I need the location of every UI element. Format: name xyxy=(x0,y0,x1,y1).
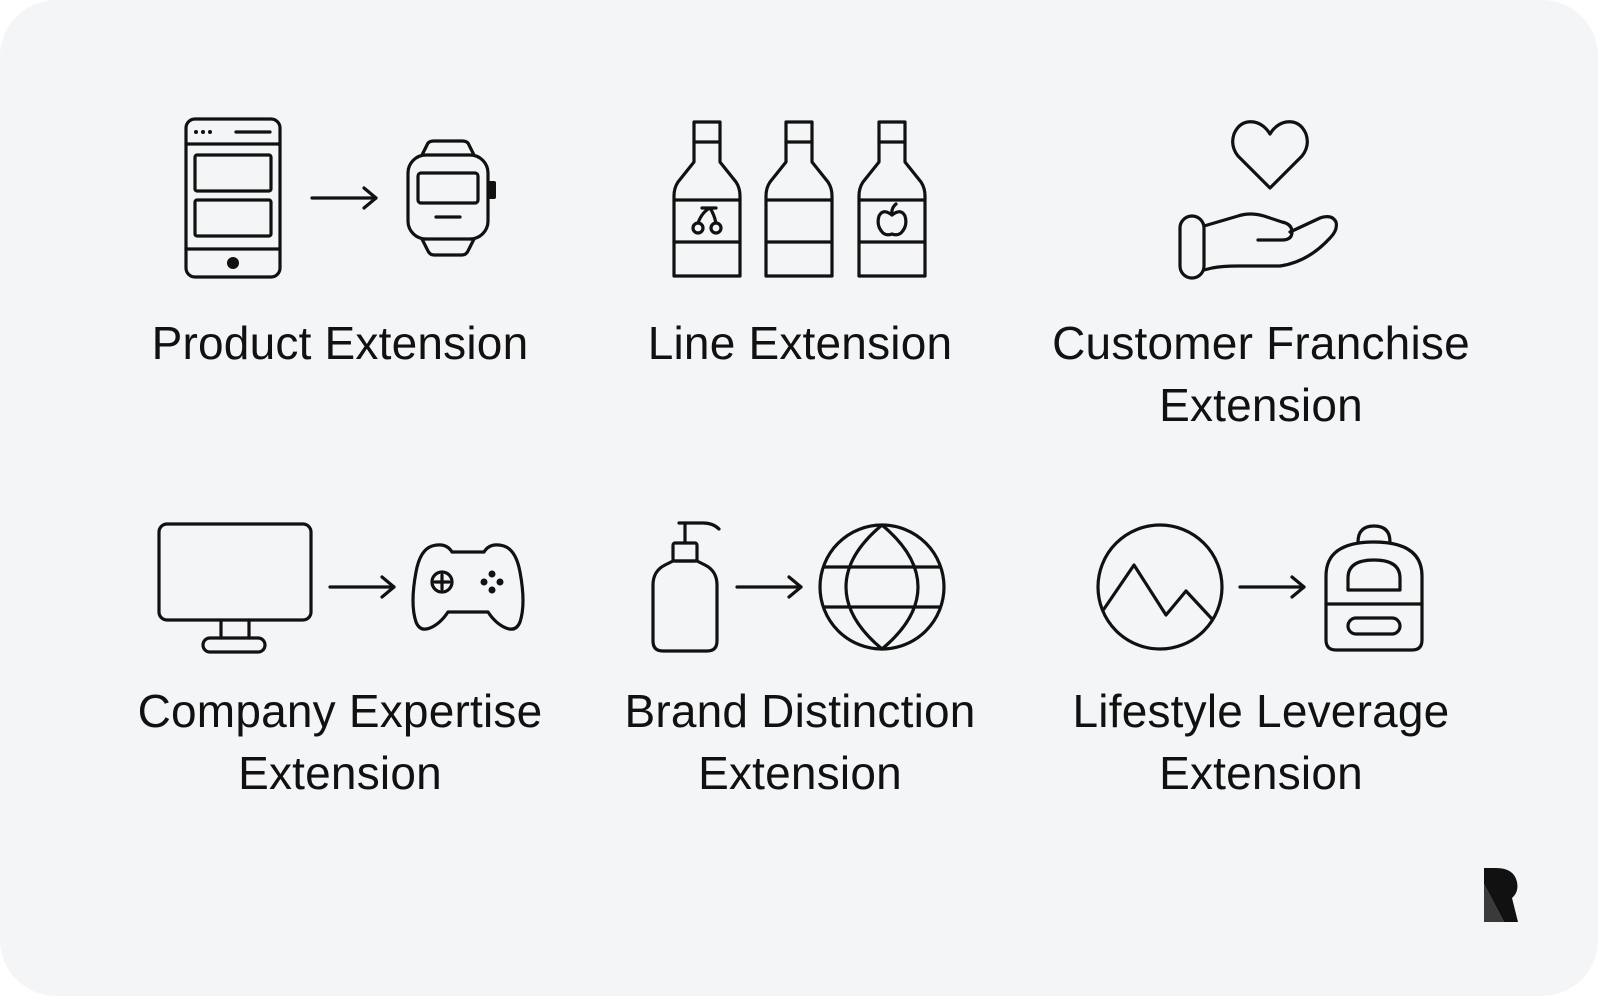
label-brand-distinction-line1: Brand Distinction xyxy=(624,685,976,737)
bottle-cherry-icon xyxy=(672,120,742,278)
globe-icon xyxy=(818,523,946,651)
arrow-right-icon xyxy=(328,575,398,599)
monitor-icon xyxy=(157,522,313,654)
label-customer-franchise-line1: Customer Franchise xyxy=(1052,317,1470,369)
r-brand-logo-icon xyxy=(1484,868,1518,922)
label-lifestyle-leverage-line1: Lifestyle Leverage xyxy=(1072,685,1450,737)
label-product-extension: Product Extension xyxy=(151,317,529,369)
arrow-right-icon xyxy=(1238,575,1308,599)
backpack-icon xyxy=(1324,524,1424,652)
gamepad-icon xyxy=(410,542,526,632)
label-customer-franchise-line2: Extension xyxy=(1159,379,1363,431)
bottle-apple-icon xyxy=(857,120,927,278)
label-lifestyle-leverage-line2: Extension xyxy=(1159,747,1363,799)
arrow-right-icon xyxy=(735,575,805,599)
smartphone-icon xyxy=(184,117,282,279)
bottle-plain-icon xyxy=(764,120,834,278)
soap-dispenser-icon xyxy=(651,521,723,653)
heart-in-hand-icon xyxy=(1178,118,1342,280)
label-company-expertise-line2: Extension xyxy=(238,747,442,799)
label-brand-distinction-line2: Extension xyxy=(698,747,902,799)
mountain-photo-icon xyxy=(1096,523,1224,651)
label-company-expertise-line1: Company Expertise xyxy=(137,685,543,737)
arrow-right-icon xyxy=(310,186,380,210)
label-line-extension: Line Extension xyxy=(647,317,953,369)
smartwatch-icon xyxy=(406,139,496,257)
